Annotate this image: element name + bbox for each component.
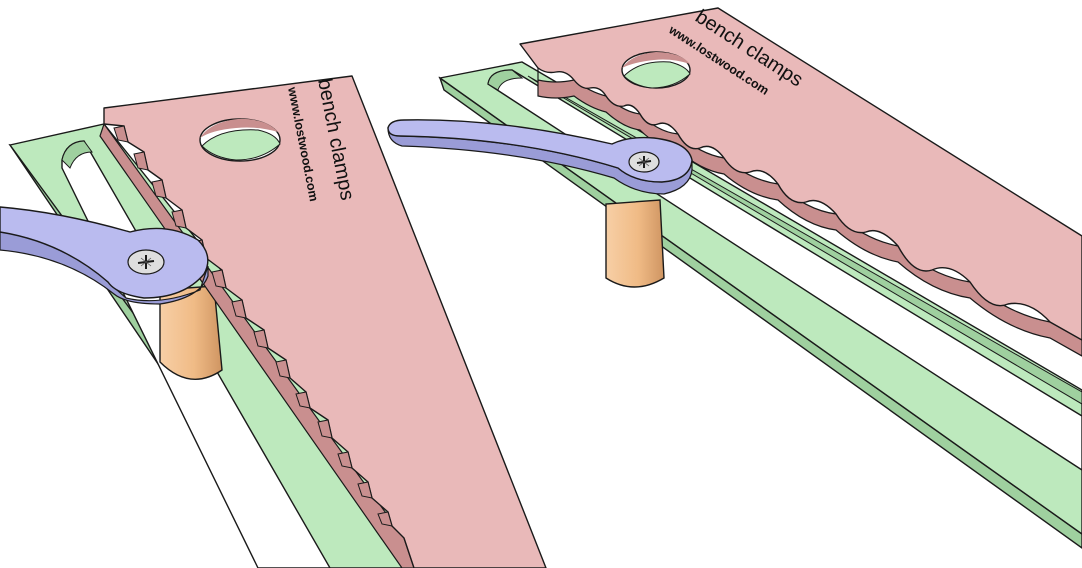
right-peg (605, 199, 665, 288)
left-clamp: bench clamps www.lostwood.com (0, 75, 547, 568)
right-clamp: bench clamps www.lostwood.com (387, 6, 1082, 549)
left-peg (159, 285, 223, 380)
phillips-screw-icon (127, 249, 165, 275)
phillips-screw-icon (628, 151, 660, 173)
right-rail-top (438, 61, 1082, 535)
left-lever (0, 206, 209, 305)
right-rail-slot-wall (487, 69, 524, 91)
right-lever (387, 119, 693, 195)
left-lever-top (0, 206, 209, 299)
right-jaw-top (519, 7, 1082, 341)
left-rail-slot-wall (61, 140, 93, 169)
right-lever-top (387, 119, 693, 183)
